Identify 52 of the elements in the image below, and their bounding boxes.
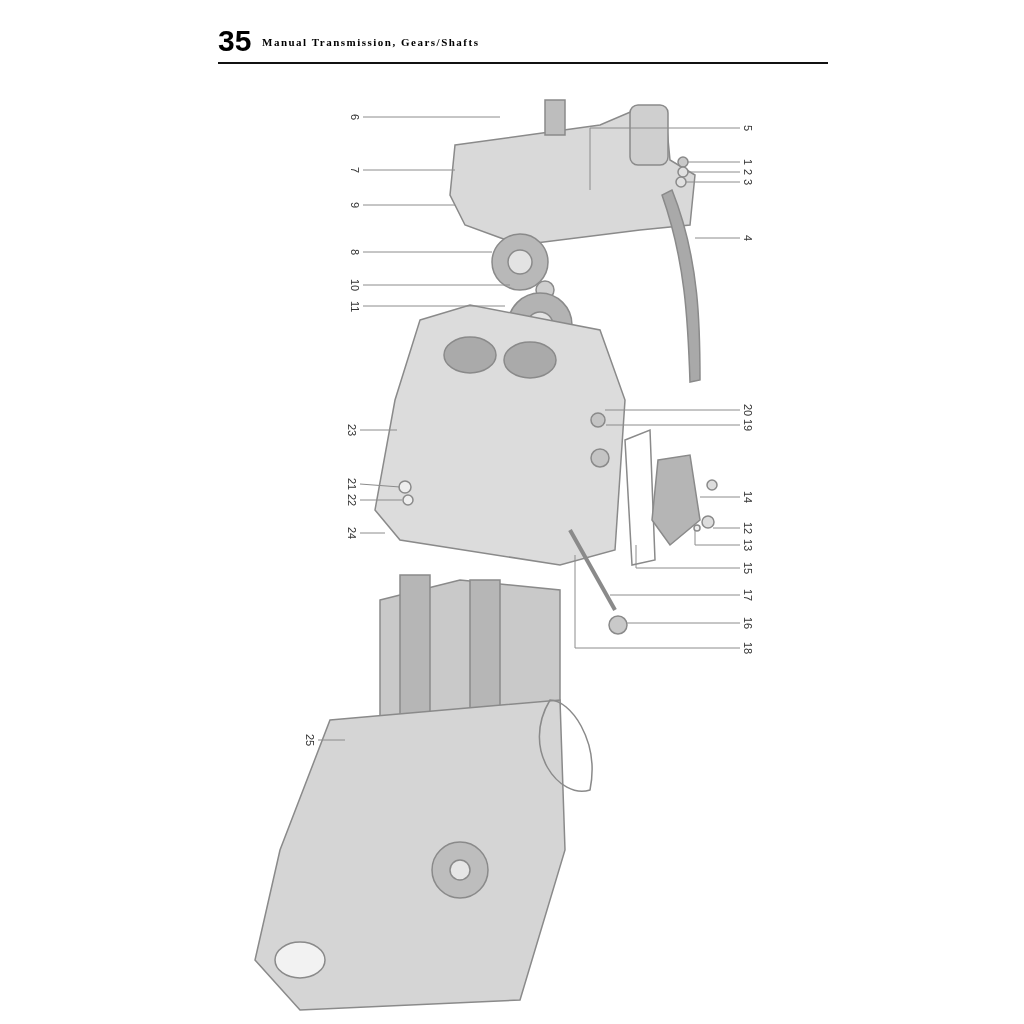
leader-line bbox=[359, 499, 403, 501]
leader-line bbox=[694, 529, 741, 546]
callout-number: 17 bbox=[742, 589, 754, 602]
leader-line bbox=[589, 127, 741, 191]
callout-number: 3 bbox=[742, 179, 754, 186]
leader-line bbox=[685, 181, 741, 183]
callout-number: 24 bbox=[346, 527, 358, 540]
leader-line bbox=[362, 204, 456, 206]
callout-number: 14 bbox=[742, 491, 754, 504]
leader-line bbox=[359, 532, 386, 534]
callout-number: 8 bbox=[349, 249, 361, 256]
leader-line bbox=[359, 483, 401, 488]
callout-number: 25 bbox=[304, 734, 316, 747]
leader-line bbox=[574, 554, 741, 649]
leader-line bbox=[362, 251, 493, 253]
callout-number: 12 bbox=[742, 522, 754, 535]
leader-line bbox=[687, 171, 741, 173]
callout-number: 4 bbox=[742, 235, 754, 242]
leader-line bbox=[694, 237, 741, 239]
leader-line bbox=[362, 305, 506, 307]
page-title: Manual Transmission, Gears/Shafts bbox=[262, 36, 480, 48]
leader-line bbox=[604, 409, 741, 411]
callout-number: 13 bbox=[742, 539, 754, 552]
callout-number: 16 bbox=[742, 617, 754, 630]
callout-number: 6 bbox=[349, 114, 361, 121]
leader-line bbox=[626, 622, 741, 624]
leader-line bbox=[609, 594, 741, 596]
leader-line bbox=[635, 544, 741, 569]
callout-number: 11 bbox=[349, 300, 361, 312]
callout-number: 23 bbox=[346, 424, 358, 437]
callout-number: 20 bbox=[742, 404, 754, 417]
callout-number: 5 bbox=[742, 125, 754, 132]
leader-line bbox=[699, 496, 741, 498]
callout-number: 18 bbox=[742, 642, 754, 655]
callout-number: 19 bbox=[742, 419, 754, 432]
callout-number: 15 bbox=[742, 562, 754, 575]
callout-number: 9 bbox=[349, 202, 361, 209]
chapter-number: 35 bbox=[218, 24, 252, 58]
leader-line bbox=[687, 161, 741, 163]
leader-line bbox=[317, 739, 346, 741]
leader-line bbox=[362, 116, 501, 118]
leader-line bbox=[359, 429, 398, 431]
callout-number: 21 bbox=[346, 478, 358, 491]
leader-line bbox=[712, 527, 741, 529]
callout-number: 2 bbox=[742, 169, 754, 176]
leader-line bbox=[362, 169, 456, 171]
callout-number: 22 bbox=[346, 494, 358, 507]
callout-number: 10 bbox=[349, 279, 361, 292]
leader-line bbox=[605, 424, 741, 426]
leader-line bbox=[362, 284, 511, 286]
callout-number: 1 bbox=[742, 159, 754, 166]
callout-number: 7 bbox=[349, 167, 361, 174]
